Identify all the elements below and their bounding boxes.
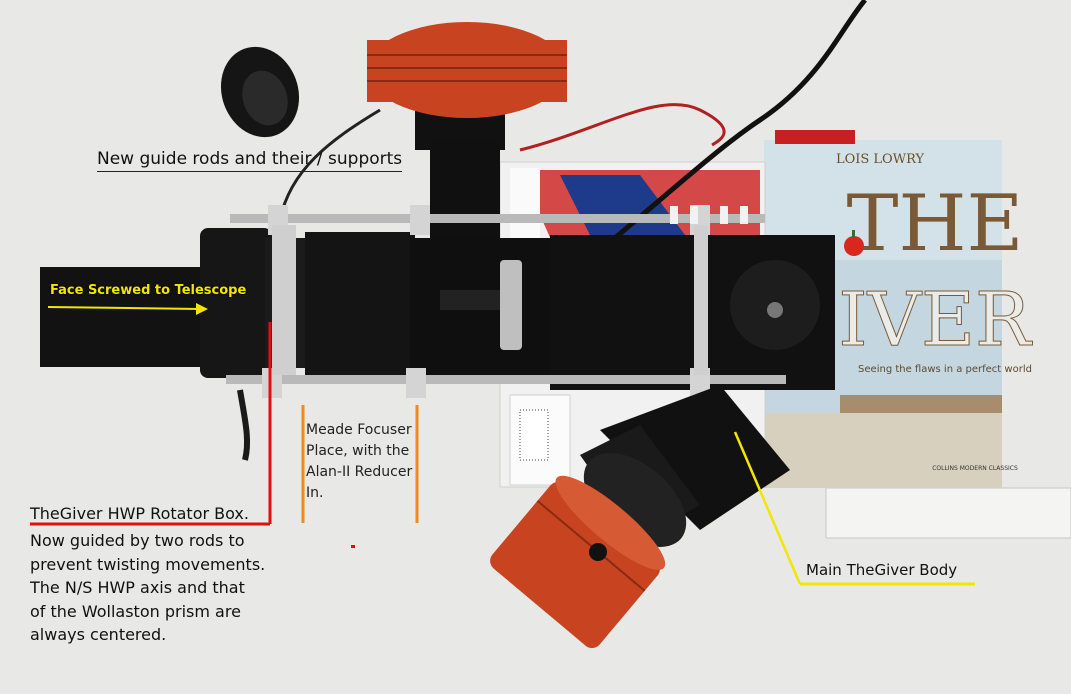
main-body-label: Main TheGiver Body: [806, 561, 958, 579]
main-body-pointer: [733, 431, 802, 585]
face-arrow: [47, 306, 201, 310]
cable-left: [278, 108, 381, 221]
connector-pins: [670, 206, 748, 224]
guide-rods-label: New guide rods and their / supports: [97, 149, 403, 172]
guide-rods: [226, 205, 786, 398]
red-dot: [351, 545, 355, 548]
meade-focuser-label: Meade Focuser Place, with the Alan-II Re…: [306, 422, 413, 501]
book-author: LOIS LOWRY: [836, 152, 925, 167]
top-camera-red: [367, 22, 567, 240]
book-publisher: COLLINS MODERN CLASSICS: [932, 465, 1018, 472]
cable-hanging: [237, 389, 251, 461]
book-tagline: Seeing the flaws in a perfect world: [858, 364, 1032, 375]
bottom-camera-red: [490, 385, 790, 649]
hwp-rotator-title: TheGiver HWP Rotator Box.: [30, 504, 249, 523]
hwp-rotator-description: Now guided by two rods to prevent twisti…: [30, 531, 266, 644]
apple: [844, 236, 864, 256]
lens-cap: [220, 46, 300, 138]
ruler: [825, 487, 1071, 539]
face-label: Face Screwed to Telescope: [50, 283, 247, 298]
cable-red: [519, 103, 726, 152]
face-arrowhead: [196, 303, 208, 315]
book-title-the: THE: [847, 179, 1024, 269]
instrument-body: [40, 228, 835, 390]
